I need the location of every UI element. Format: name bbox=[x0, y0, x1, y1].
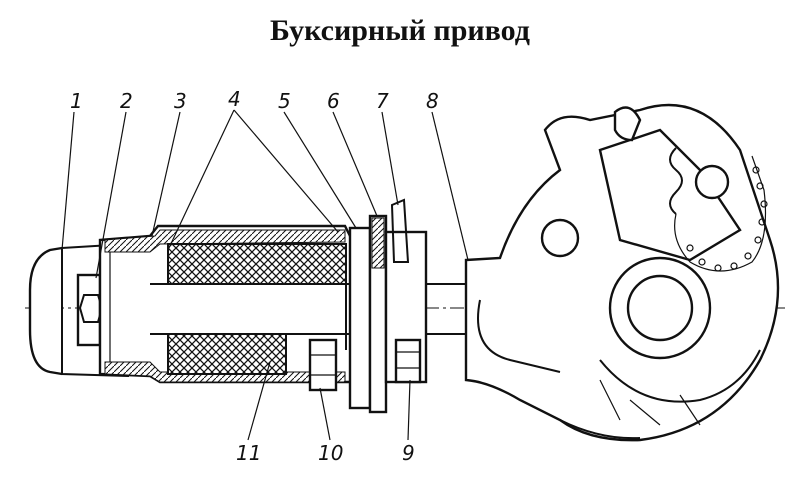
coupling-hook bbox=[464, 103, 780, 442]
flange-assembly bbox=[348, 198, 428, 414]
lower-bolt bbox=[308, 338, 338, 392]
callout-2: 2 bbox=[120, 89, 133, 113]
callout-8: 8 bbox=[426, 89, 439, 113]
callout-1: 1 bbox=[70, 89, 83, 113]
callout-5: 5 bbox=[278, 89, 291, 113]
safety-chain bbox=[669, 147, 768, 272]
page-title: Буксирный привод bbox=[270, 14, 530, 47]
leader-lines bbox=[61, 109, 469, 441]
callout-10: 10 bbox=[318, 441, 343, 465]
nut bbox=[76, 273, 104, 347]
callout-7: 7 bbox=[376, 89, 389, 113]
callout-4: 4 bbox=[228, 87, 241, 111]
upper-rubber-buffer bbox=[167, 243, 347, 285]
callout-9: 9 bbox=[402, 441, 415, 465]
callout-11: 11 bbox=[236, 441, 261, 465]
nut-washer bbox=[394, 338, 422, 384]
callout-3: 3 bbox=[174, 89, 187, 113]
callout-6: 6 bbox=[327, 89, 340, 113]
